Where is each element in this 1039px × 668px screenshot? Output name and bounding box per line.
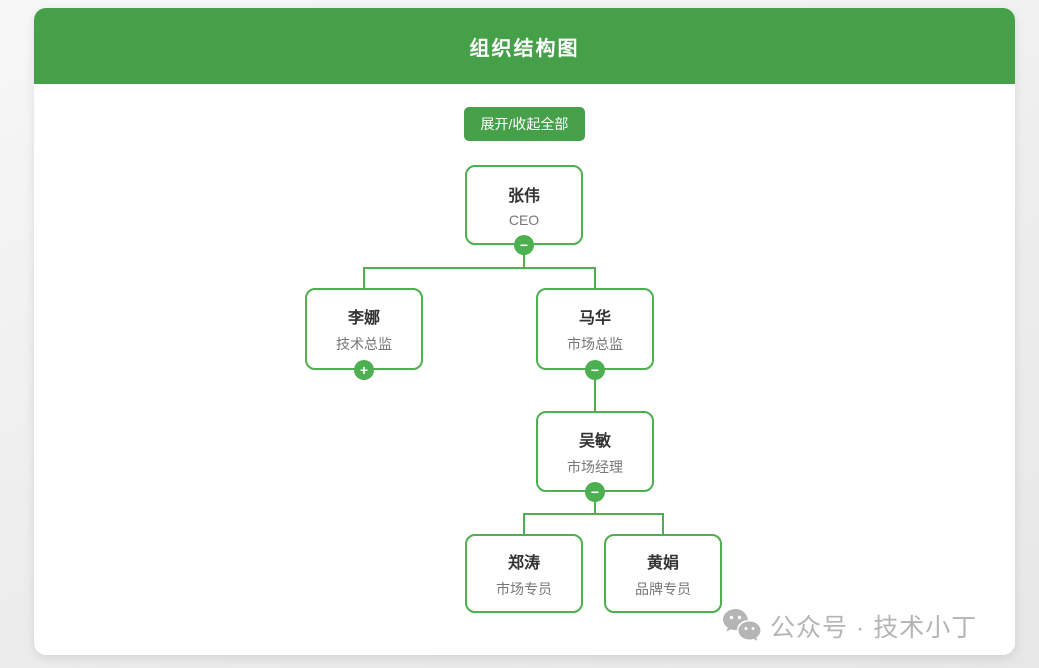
collapse-icon[interactable]: − <box>585 482 605 502</box>
node-name: 李娜 <box>347 310 380 327</box>
org-node-huangjuan: 黄娟 品牌专员 <box>604 534 722 613</box>
connector-line <box>594 370 596 411</box>
connector-line <box>523 245 525 269</box>
node-name: 黄娟 <box>646 554 679 572</box>
collapse-icon[interactable]: − <box>514 235 534 255</box>
org-node-mahua: 马华 市场总监 <box>536 288 654 370</box>
org-node-lina: 李娜 技术总监 <box>305 288 423 370</box>
connector-line <box>523 513 525 534</box>
watermark-text: 公众号 · 技术小丁 <box>770 614 978 642</box>
toggle-all-button[interactable]: 展开/收起全部 <box>464 107 585 141</box>
page-title: 组织结构图 <box>469 37 580 60</box>
connector-line <box>662 513 664 534</box>
connector-line <box>363 267 596 269</box>
org-chart-card: 组织结构图 展开/收起全部 张伟 CEO 李娜 技术总监 马华 市场总监 吴敏 … <box>34 8 1015 655</box>
watermark: 公众号 · 技术小丁 <box>722 608 977 644</box>
node-title: CEO <box>508 212 540 228</box>
page-header: 组织结构图 <box>34 8 1015 84</box>
org-node-zhangwei: 张伟 CEO <box>465 165 583 245</box>
node-title: 市场总监 <box>567 336 623 352</box>
node-title: 品牌专员 <box>635 580 691 597</box>
expand-icon[interactable]: + <box>354 360 374 380</box>
wechat-icon <box>723 609 761 641</box>
org-node-wumin: 吴敏 市场经理 <box>536 411 654 492</box>
connector-line <box>523 513 664 515</box>
node-title: 市场专员 <box>496 580 552 597</box>
node-name: 马华 <box>578 310 611 327</box>
node-name: 吴敏 <box>578 432 611 450</box>
connector-line <box>594 267 596 290</box>
node-name: 郑涛 <box>507 554 540 572</box>
connector-line <box>594 492 596 515</box>
node-title: 市场经理 <box>567 458 623 475</box>
node-name: 张伟 <box>507 188 540 205</box>
collapse-icon[interactable]: − <box>585 360 605 380</box>
connector-line <box>363 267 365 290</box>
node-title: 技术总监 <box>336 336 392 352</box>
org-node-zhengtao: 郑涛 市场专员 <box>465 534 583 613</box>
